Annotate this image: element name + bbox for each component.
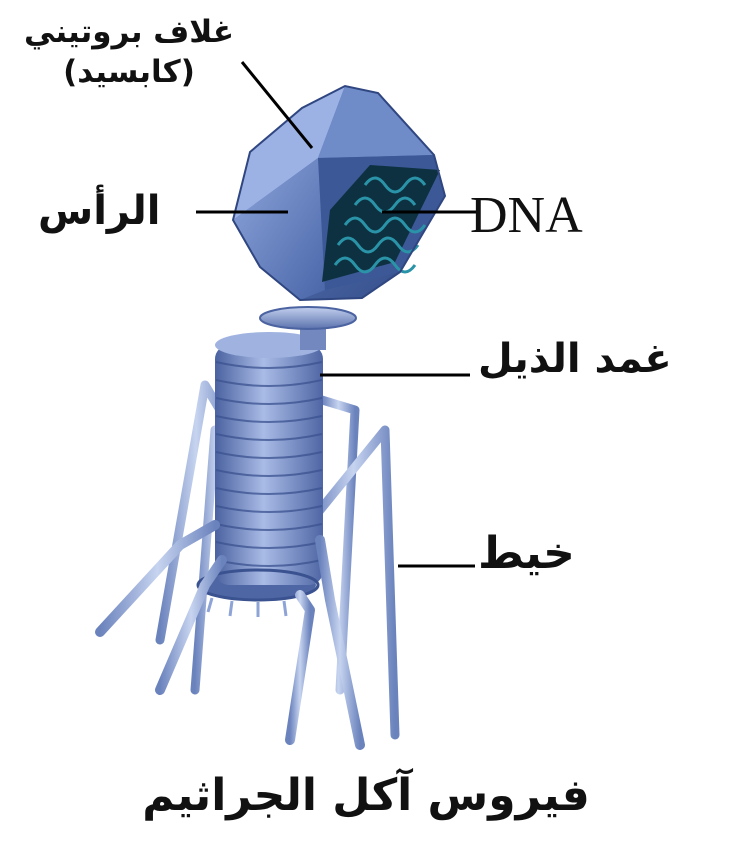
label-capsid-line1: غلاف بروتيني — [4, 12, 254, 52]
label-dna: DNA — [470, 186, 583, 245]
diagram-title: فيروس آكل الجراثيم — [0, 770, 732, 821]
label-tail-fiber: خيط — [478, 528, 575, 579]
label-capsid: غلاف بروتيني (كابسيد) — [4, 12, 254, 92]
capsid-head — [233, 86, 445, 300]
label-tail-sheath: غمد الذيل — [478, 336, 672, 382]
label-capsid-line2: (كابسيد) — [4, 52, 254, 92]
label-head: الرأس — [38, 188, 161, 234]
